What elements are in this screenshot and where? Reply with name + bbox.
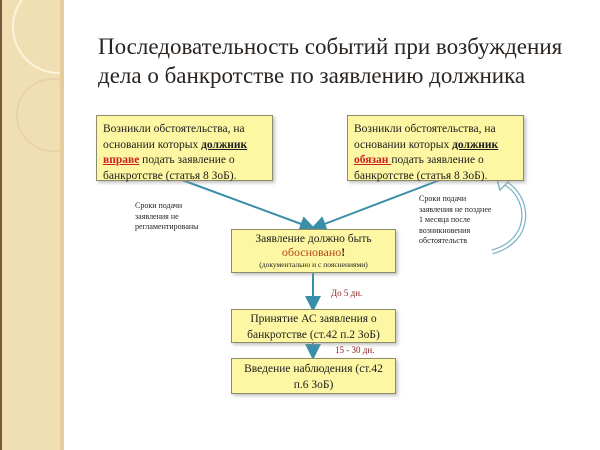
decorative-sidebar — [0, 0, 64, 450]
step-application-justified: Заявление должно быть обоснованo! (докум… — [231, 229, 396, 273]
slide-title: Последовательность событий при возбужден… — [98, 32, 578, 90]
right-highlight-obliged: обязан — [354, 154, 392, 166]
title-line-1: Последовательность событий при возбужден… — [98, 34, 563, 59]
step-observation-introduction: Введение наблюдения (ст.42 п.6 ЗоБ) — [231, 358, 396, 394]
curved-return-arrow-icon — [491, 179, 527, 255]
right-deadline-note: Сроки подачи заявления не позднее 1 меся… — [419, 194, 492, 245]
left-underlined-debtor: должник — [201, 138, 248, 151]
interval-label-2: 15 - 30 дн. — [335, 345, 375, 355]
arrow-left-to-step1 — [181, 179, 316, 232]
title-line-2: дела о банкротстве по заявлению должника — [98, 63, 526, 88]
left-highlight-right: вправе — [103, 154, 140, 166]
left-condition-box: Возникли обстоятельства, на основании ко… — [96, 115, 273, 182]
right-underlined-debtor: должник — [452, 138, 499, 151]
right-condition-box: Возникли обстоятельства, на основании ко… — [347, 115, 524, 182]
justified-emphasis: обоснованo — [281, 245, 342, 259]
left-deadline-note: Сроки подачи заявления не регламентирова… — [135, 201, 199, 231]
interval-label-1: До 5 дн. — [331, 288, 363, 298]
arrow-right-to-step1 — [310, 179, 441, 232]
step-court-acceptance: Принятие АС заявления о банкротстве (ст.… — [231, 309, 396, 343]
sidebar-shade — [60, 0, 64, 450]
